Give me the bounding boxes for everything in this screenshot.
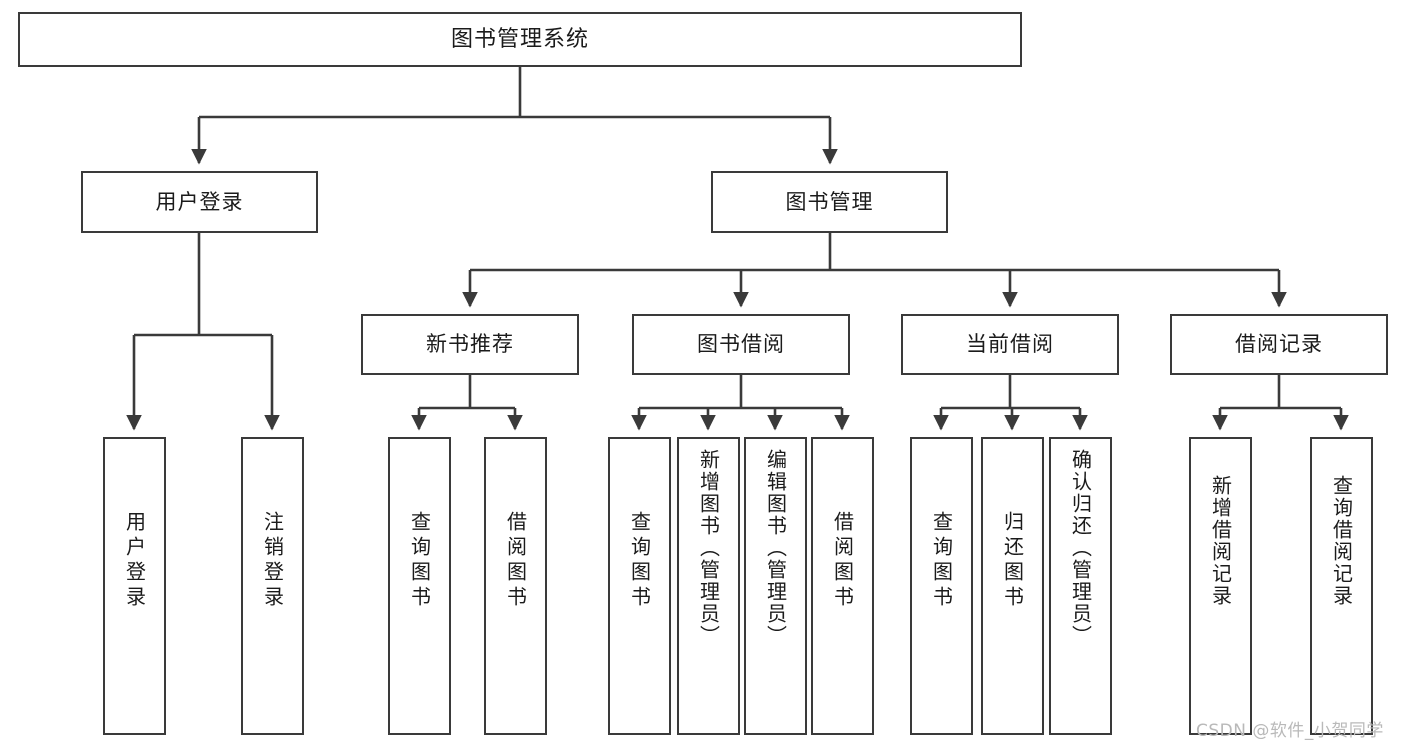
node-new-book-recommend-label: 新书推荐 (426, 332, 514, 357)
node-current-borrow-label: 当前借阅 (966, 332, 1054, 357)
node-leaf-edit-book-admin-label: 编辑图书（管理员） (763, 449, 788, 647)
node-book-management-label: 图书管理 (785, 189, 874, 214)
node-leaf-confirm-return-admin[interactable]: 确认归还（管理员） (1049, 437, 1112, 735)
node-leaf-add-book-admin-label: 新增图书（管理员） (696, 449, 721, 647)
node-user-login[interactable]: 用户登录 (81, 171, 318, 233)
node-leaf-return-book-label: 归还图书 (1000, 511, 1025, 611)
node-leaf-add-borrow-record[interactable]: 新增借阅记录 (1189, 437, 1252, 735)
node-current-borrow[interactable]: 当前借阅 (901, 314, 1119, 375)
node-book-management[interactable]: 图书管理 (711, 171, 948, 233)
node-leaf-user-login[interactable]: 用户登录 (103, 437, 166, 735)
node-leaf-logout-login[interactable]: 注销登录 (241, 437, 304, 735)
node-root[interactable]: 图书管理系统 (18, 12, 1022, 67)
node-leaf-query-borrow-record-label: 查询借阅记录 (1329, 475, 1354, 607)
node-book-borrow[interactable]: 图书借阅 (632, 314, 850, 375)
node-leaf-logout-login-label: 注销登录 (260, 511, 285, 611)
node-leaf-query-book-borrow[interactable]: 查询图书 (608, 437, 671, 735)
node-leaf-edit-book-admin[interactable]: 编辑图书（管理员） (744, 437, 807, 735)
node-leaf-confirm-return-admin-label: 确认归还（管理员） (1068, 449, 1093, 647)
node-leaf-borrow-book-recommend[interactable]: 借阅图书 (484, 437, 547, 735)
node-leaf-borrow-book-label: 借阅图书 (830, 511, 855, 611)
node-leaf-user-login-label: 用户登录 (122, 511, 147, 611)
node-book-borrow-label: 图书借阅 (697, 332, 785, 357)
node-new-book-recommend[interactable]: 新书推荐 (361, 314, 579, 375)
node-leaf-query-book-recommend-label: 查询图书 (407, 511, 432, 611)
node-user-login-label: 用户登录 (155, 189, 244, 214)
node-borrow-record[interactable]: 借阅记录 (1170, 314, 1388, 375)
node-leaf-borrow-book[interactable]: 借阅图书 (811, 437, 874, 735)
node-leaf-query-book-recommend[interactable]: 查询图书 (388, 437, 451, 735)
node-leaf-add-book-admin[interactable]: 新增图书（管理员） (677, 437, 740, 735)
node-leaf-query-book-borrow-label: 查询图书 (627, 511, 652, 611)
node-leaf-add-borrow-record-label: 新增借阅记录 (1208, 475, 1233, 607)
node-leaf-query-borrow-record[interactable]: 查询借阅记录 (1310, 437, 1373, 735)
node-leaf-query-book-current-label: 查询图书 (929, 511, 954, 611)
node-leaf-borrow-book-recommend-label: 借阅图书 (503, 511, 528, 611)
node-borrow-record-label: 借阅记录 (1235, 332, 1323, 357)
node-leaf-return-book[interactable]: 归还图书 (981, 437, 1044, 735)
csdn-watermark: CSDN @软件_小贺同学 (1196, 721, 1384, 741)
node-root-label: 图书管理系统 (450, 26, 589, 52)
node-leaf-query-book-current[interactable]: 查询图书 (910, 437, 973, 735)
